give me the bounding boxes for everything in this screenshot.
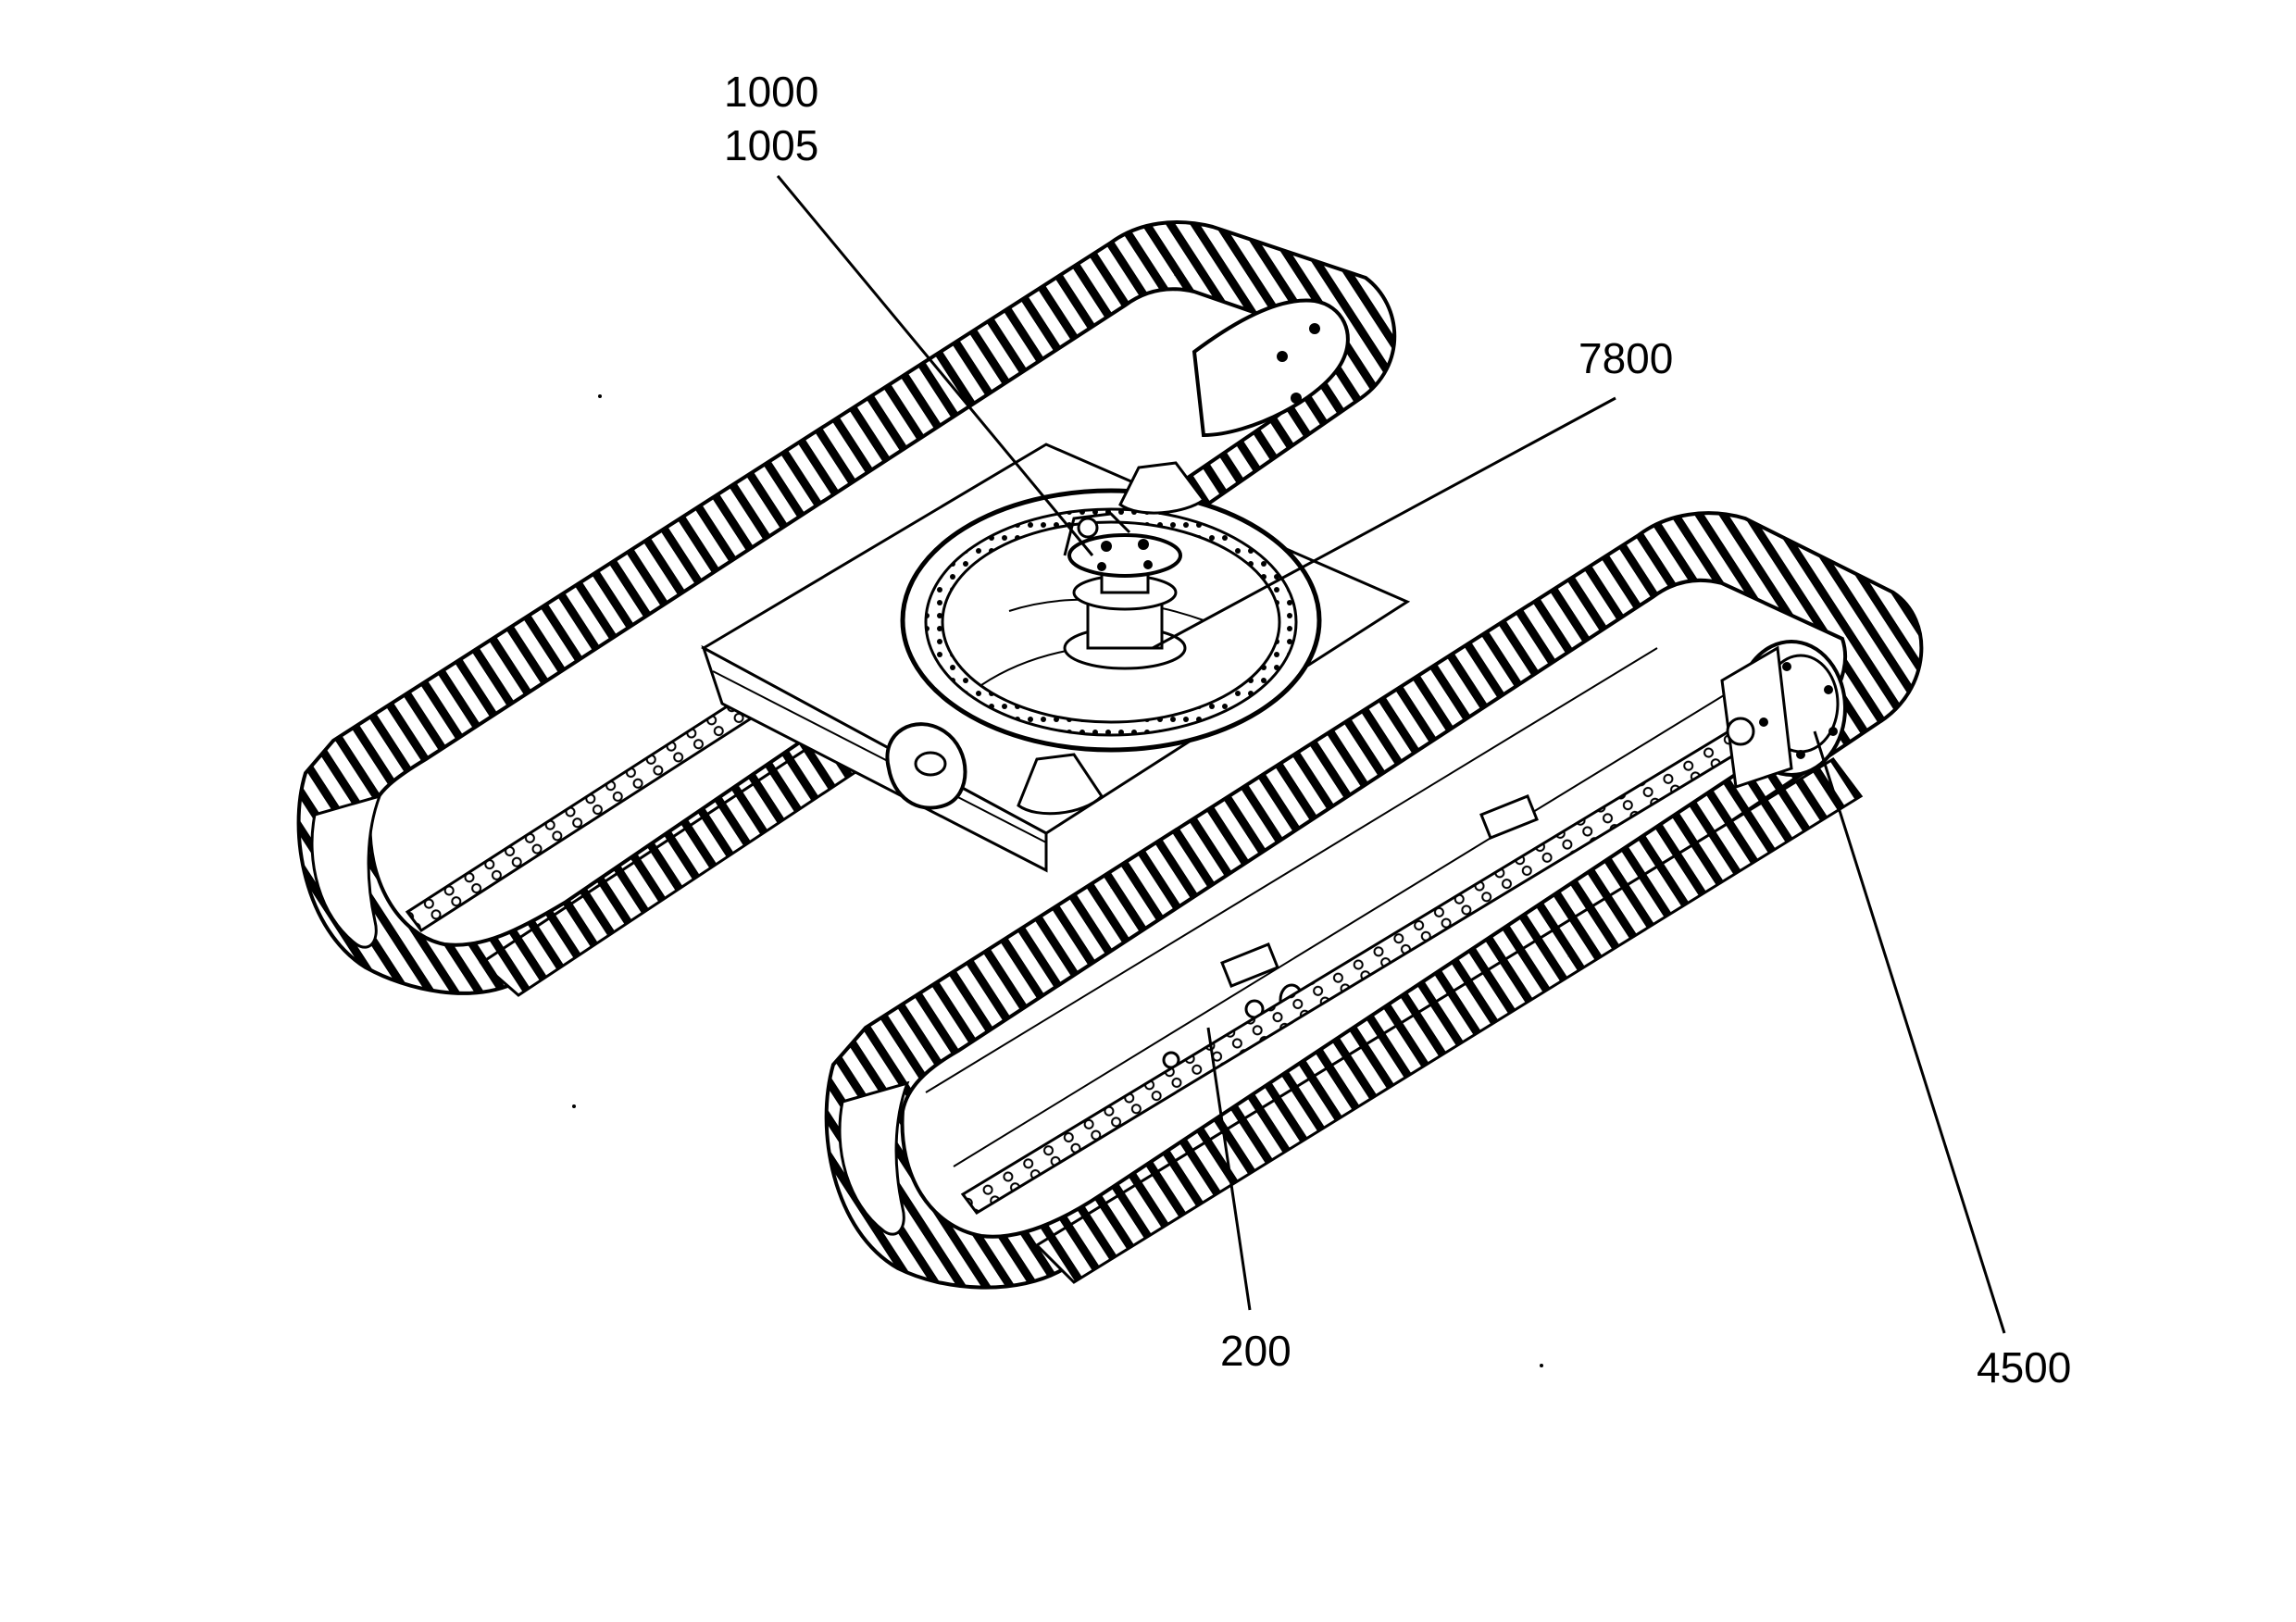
- right-track: [824, 511, 1924, 1290]
- right-track-lower-shoes: [1034, 757, 1864, 1284]
- towing-eye: [885, 722, 967, 810]
- right-front-idler: [838, 1080, 910, 1236]
- leader-4500: [1813, 730, 2006, 1334]
- left-idler-plate: [1192, 298, 1350, 438]
- callout-7800: 7800: [1578, 334, 1674, 382]
- leader-200: [1206, 1027, 1252, 1311]
- left-front-idler: [310, 793, 382, 949]
- callout-1005: 1005: [724, 121, 819, 169]
- frame-stopper: [1017, 753, 1104, 816]
- leader-7800: [1152, 396, 1616, 650]
- rear-stopper: [1118, 461, 1206, 515]
- callout-4500: 4500: [1977, 1343, 2072, 1391]
- callout-1000: 1000: [724, 68, 819, 116]
- leader-lines: [776, 175, 2006, 1334]
- callout-200: 200: [1220, 1327, 1292, 1375]
- rotary-joint: [1063, 512, 1187, 670]
- leader-1000-1005: [776, 175, 1094, 556]
- car-body: [700, 443, 1411, 873]
